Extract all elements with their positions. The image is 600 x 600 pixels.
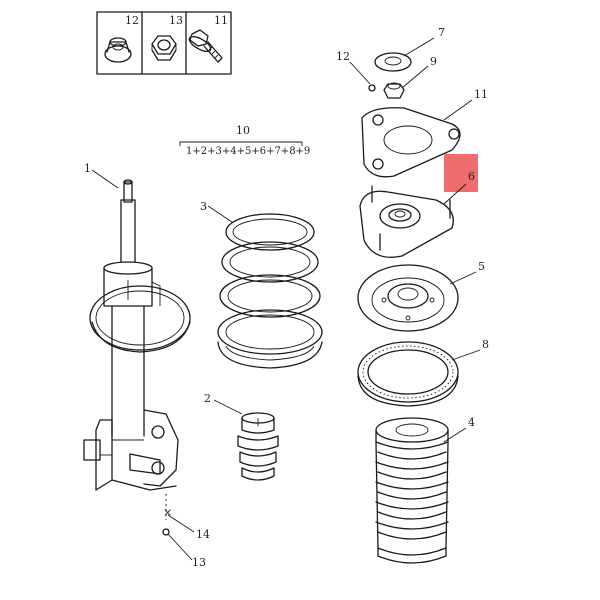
callout-8-bearing: 8 — [482, 338, 489, 351]
legend-label-12: 12 — [125, 14, 139, 27]
flange-bolt-icon — [188, 29, 223, 63]
callout-2-bump-stop: 2 — [204, 392, 211, 405]
callout-12-nut: 12 — [336, 50, 350, 63]
callout-10: 10 — [236, 124, 250, 137]
flange-nut-icon — [104, 37, 132, 63]
upper-mount — [359, 185, 454, 258]
washer — [374, 52, 412, 72]
legend-label-11: 11 — [214, 14, 228, 27]
bolt-marker: × — [163, 506, 172, 519]
coil-spring — [217, 213, 323, 369]
callout-1-strut: 1 — [84, 162, 91, 175]
mounting-plate — [361, 107, 461, 178]
callout-14-bolt: 14 — [196, 528, 210, 541]
callout-11-plate: 11 — [474, 88, 488, 101]
callout-9-nut: 9 — [430, 55, 437, 68]
highlight-marker — [444, 154, 478, 192]
callout-6-mount: 6 — [468, 170, 475, 183]
small-nut-marker — [368, 84, 376, 92]
callout-5-seat: 5 — [478, 260, 485, 273]
fastener-legend-box: 12 13 11 — [96, 11, 232, 75]
lower-seat — [357, 264, 459, 332]
assembly-label: 10 1+2+3+4+5+6+7+8+9 — [179, 124, 310, 157]
bearing — [357, 341, 459, 407]
callout-7-washer: 7 — [438, 26, 445, 39]
assembly-formula: 1+2+3+4+5+6+7+8+9 — [186, 146, 310, 157]
strut-assembly — [83, 179, 191, 491]
bump-stop — [237, 412, 279, 481]
callout-13-nut: 13 — [192, 556, 206, 569]
callout-4-boot: 4 — [468, 416, 475, 429]
legend-label-13: 13 — [169, 14, 183, 27]
lower-fasteners: × — [162, 494, 195, 561]
dust-boot — [375, 417, 449, 564]
callout-3-spring: 3 — [200, 200, 207, 213]
hex-nut-icon — [151, 35, 177, 61]
upper-nut — [383, 82, 405, 99]
